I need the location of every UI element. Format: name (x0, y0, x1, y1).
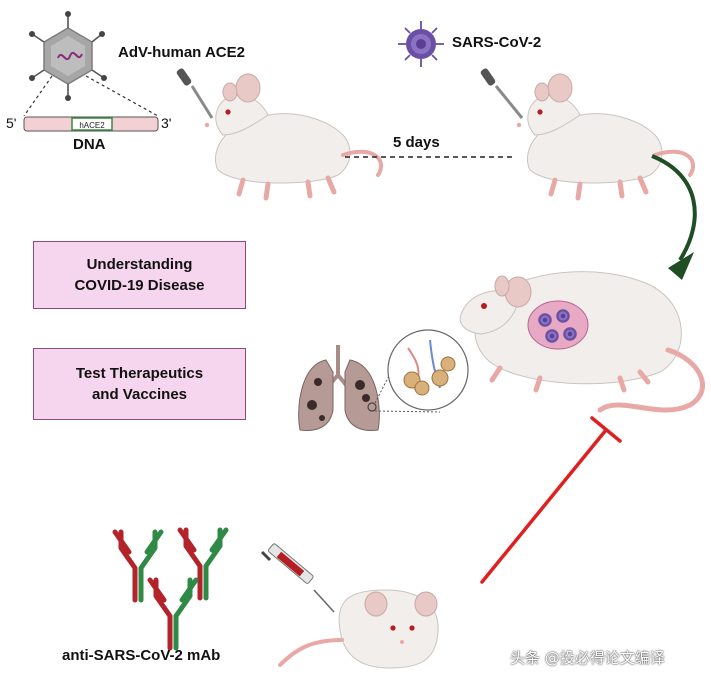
therapeutics-line-2: and Vaccines (91, 386, 188, 403)
syringe-icon (260, 543, 335, 613)
dna-strand (23, 116, 159, 132)
three-prime-label: 3' (161, 115, 172, 131)
watermark: 头条 @投必得论文编译 (510, 649, 665, 667)
five-prime-label: 5' (6, 115, 17, 131)
antibody-label: anti-SARS-CoV-2 mAb (62, 647, 221, 664)
infected-mouse (459, 271, 705, 413)
therapeutics-vaccines-box: Test Therapeutics and Vaccines (33, 348, 246, 420)
understanding-line-1: Understanding (86, 256, 193, 273)
progression-arrow (651, 154, 697, 262)
understanding-disease-box: Understanding COVID-19 Disease (33, 241, 246, 309)
treated-mouse (278, 589, 439, 669)
alveoli-zoom-icon (374, 329, 469, 413)
interval-label: 5 days (393, 134, 440, 151)
antibody-icon-2 (180, 530, 226, 598)
mouse-intranasal-adv (205, 74, 381, 198)
adenovirus-vector-icon (29, 11, 107, 101)
understanding-line-2: COVID-19 Disease (74, 277, 205, 294)
dna-zoom-lines (23, 75, 159, 117)
dna-label: DNA (73, 136, 106, 153)
sars-cov-2-label: SARS-CoV-2 (452, 34, 542, 51)
infected-lungs-icon (298, 345, 380, 431)
antibody-icon-3 (150, 580, 196, 648)
therapeutics-line-1: Test Therapeutics (75, 365, 204, 382)
inhibition-indicator (480, 416, 622, 584)
sars-cov-2-virion-icon (398, 21, 444, 67)
adv-vector-label: AdV-human ACE2 (118, 44, 245, 61)
mouse-sars-cov-2-challenge (517, 74, 693, 198)
gene-label: hACE2 (79, 121, 105, 130)
dropper-icon (176, 68, 214, 119)
dropper-icon-2 (480, 68, 524, 119)
progression-arrowhead (668, 252, 694, 280)
